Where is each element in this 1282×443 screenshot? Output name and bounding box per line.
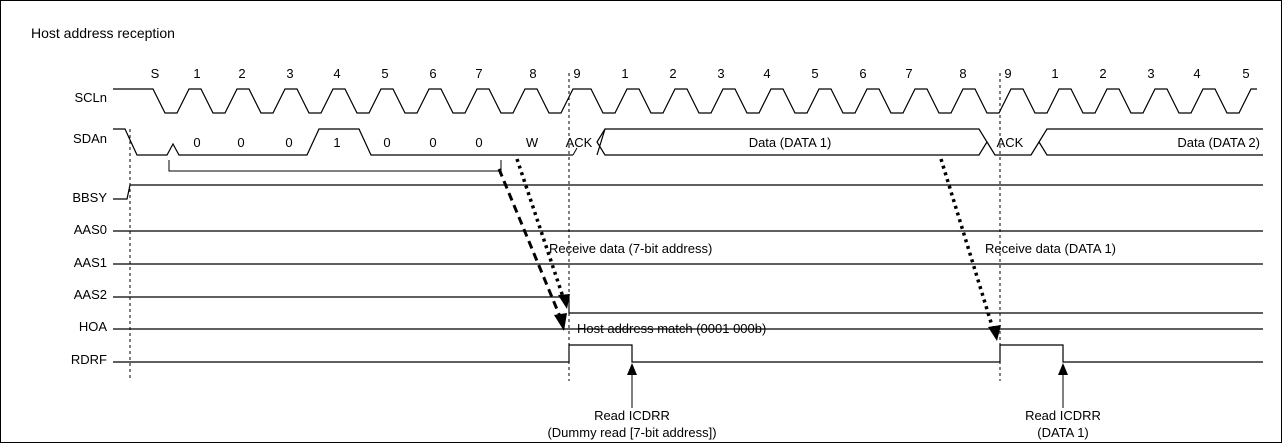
clock-label-6: 6 xyxy=(429,66,436,81)
clock-label-7: 7 xyxy=(475,66,482,81)
address-bracket xyxy=(168,160,502,172)
read2-arrowhead xyxy=(1058,363,1068,375)
data1-to-rdrf-dotted-arrow xyxy=(939,158,995,330)
sda-data2-bus-bottom xyxy=(1038,141,1263,156)
host-match-annotation: Host address match (0001 000b) xyxy=(577,321,766,336)
clock-label-19: 1 xyxy=(1051,66,1058,81)
rdrf-arrowhead xyxy=(988,325,1001,341)
aas2-waveform xyxy=(113,296,1263,314)
aas1-label: AAS1 xyxy=(74,255,107,270)
addr-bit-5: 0 xyxy=(285,135,292,150)
data1-label: Data (DATA 1) xyxy=(749,135,832,150)
rdrf-label: RDRF xyxy=(71,352,107,367)
sda-data2-bus-top xyxy=(986,128,1263,156)
clock-label-23: 5 xyxy=(1242,66,1249,81)
addr-bit-4: 1 xyxy=(333,135,340,150)
clock-label-14: 5 xyxy=(811,66,818,81)
sda-label: SDAn xyxy=(73,131,107,146)
clock-label-10: 1 xyxy=(621,66,628,81)
clock-label-1: 1 xyxy=(193,66,200,81)
bbsy-label: BBSY xyxy=(72,190,107,205)
clock-label-13: 4 xyxy=(763,66,770,81)
addr-bit-6: 0 xyxy=(237,135,244,150)
read1-label: Read ICDRR xyxy=(594,408,670,423)
clock-label-0: S xyxy=(151,66,160,81)
clock-label-8: 8 xyxy=(529,66,536,81)
rdrf-waveform xyxy=(113,344,1263,363)
clock-label-12: 3 xyxy=(717,66,724,81)
scl-label: SCLn xyxy=(74,90,107,105)
addr-bit-3: 0 xyxy=(383,135,390,150)
clock-label-11: 2 xyxy=(669,66,676,81)
clock-label-2: 2 xyxy=(238,66,245,81)
rw-bit-label: W xyxy=(526,135,539,150)
sda-data1-bus xyxy=(596,128,988,156)
clock-label-21: 3 xyxy=(1147,66,1154,81)
hoa-arrowhead xyxy=(554,313,567,331)
address-to-aas2-dotted-arrow xyxy=(515,158,565,298)
clock-label-5: 5 xyxy=(381,66,388,81)
read1-arrowhead xyxy=(627,363,637,375)
clock-label-15: 6 xyxy=(859,66,866,81)
aas2-arrowhead xyxy=(558,294,570,309)
addr-bit-2: 0 xyxy=(429,135,436,150)
clock-label-18: 9 xyxy=(1004,66,1011,81)
bbsy-waveform xyxy=(113,184,1263,200)
clock-label-9: 9 xyxy=(573,66,580,81)
read2-label: Read ICDRR xyxy=(1025,408,1101,423)
addr-bit-7: 0 xyxy=(193,135,200,150)
clock-label-22: 4 xyxy=(1193,66,1200,81)
aas2-label: AAS2 xyxy=(74,287,107,302)
read2-sublabel: (DATA 1) xyxy=(1037,425,1089,440)
clock-label-3: 3 xyxy=(286,66,293,81)
clock-label-4: 4 xyxy=(333,66,340,81)
clock-pulse-labels: S 1 2 3 4 5 6 7 8 9 1 2 3 4 5 6 7 8 9 1 2 3 4 5 xyxy=(151,66,1250,81)
ack1-label: ACK xyxy=(566,135,593,150)
receive-data1-annotation: Receive data (DATA 1) xyxy=(985,241,1116,256)
scl-waveform xyxy=(113,88,1257,114)
receive-address-annotation: Receive data (7-bit address) xyxy=(549,241,712,256)
clock-label-16: 7 xyxy=(905,66,912,81)
read1-sublabel: (Dummy read [7-bit address]) xyxy=(547,425,716,440)
clock-label-17: 8 xyxy=(959,66,966,81)
sda-waveform xyxy=(113,128,1263,156)
hoa-label: HOA xyxy=(79,319,108,334)
diagram-title: Host address reception xyxy=(31,25,175,41)
sda-ack1-edge xyxy=(572,147,578,156)
ack2-label: ACK xyxy=(997,135,1024,150)
addr-bit-1: 0 xyxy=(475,135,482,150)
clock-label-20: 2 xyxy=(1099,66,1106,81)
data2-label: Data (DATA 2) xyxy=(1177,135,1260,150)
sda-address-line xyxy=(113,128,513,156)
address-to-hoa-dashed-arrow xyxy=(497,168,563,320)
aas0-label: AAS0 xyxy=(74,222,107,237)
